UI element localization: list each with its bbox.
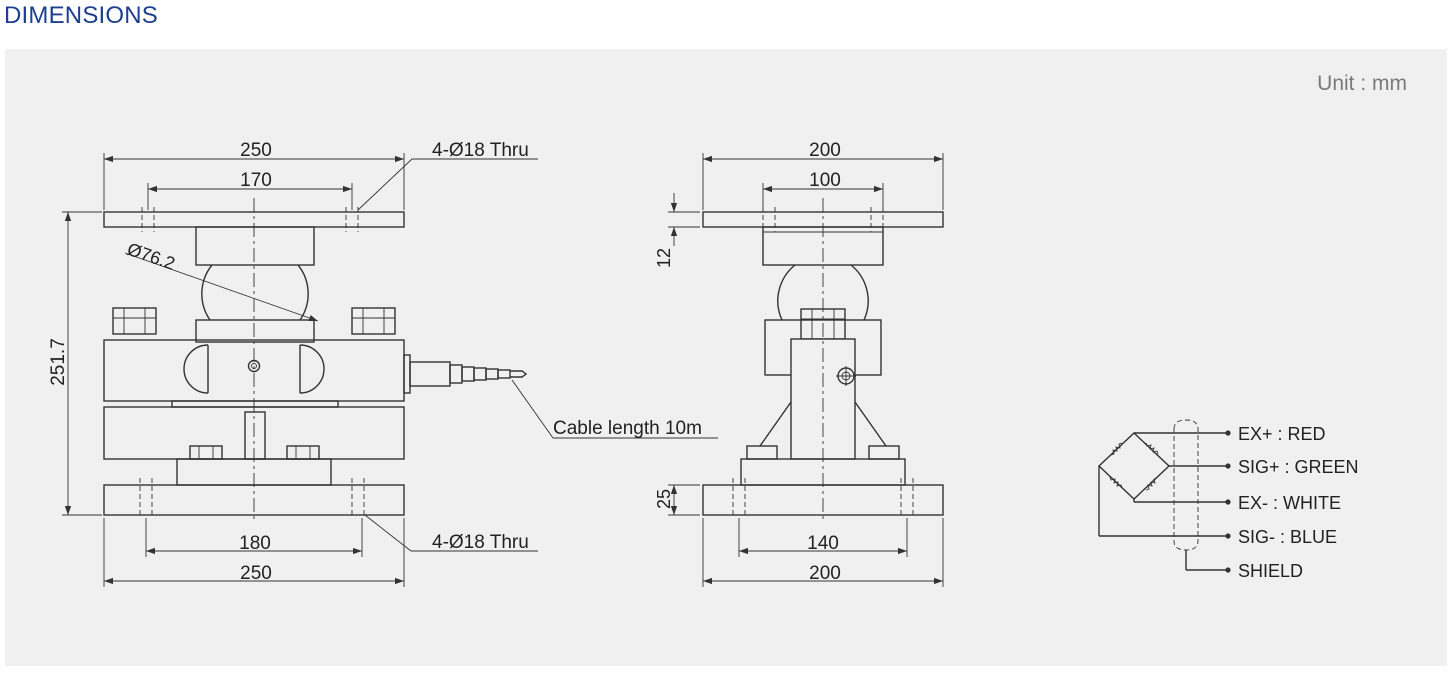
side-top-hole-spacing-label: 100 bbox=[809, 170, 841, 191]
front-body-rollers bbox=[183, 344, 325, 394]
unit-label: Unit : mm bbox=[1317, 72, 1407, 95]
wire-dots bbox=[1225, 430, 1231, 573]
section-title: DIMENSIONS bbox=[4, 2, 159, 29]
front-lower-bolts bbox=[189, 445, 320, 460]
front-cable-note-label: Cable length 10m bbox=[553, 418, 702, 439]
side-view: 200 100 12 25 140 200 bbox=[654, 140, 944, 587]
side-top-width-label: 200 bbox=[809, 140, 841, 161]
front-undercut bbox=[171, 400, 339, 408]
wheatstone-bridge bbox=[1097, 432, 1171, 500]
front-dimensions bbox=[62, 153, 718, 587]
side-base-thickness-label: 25 bbox=[654, 489, 674, 509]
bridge-resistors bbox=[1109, 442, 1159, 491]
cable-shield bbox=[1173, 419, 1199, 551]
side-dimensions bbox=[668, 153, 944, 587]
side-bottom-hole-spacing-label: 140 bbox=[807, 533, 839, 554]
side-top-thickness-label: 12 bbox=[654, 248, 674, 268]
wire-label-shield: SHIELD bbox=[1238, 561, 1303, 581]
front-bottom-holes-label: 4-Ø18 Thru bbox=[432, 532, 529, 553]
wiring-diagram: EX+ : RED SIG+ : GREEN EX- : WHITE SIG- … bbox=[1097, 419, 1359, 581]
side-gussets bbox=[759, 401, 887, 447]
front-height-label: 251.7 bbox=[48, 338, 69, 386]
front-ball-diameter-label: Ø76.2 bbox=[125, 239, 178, 274]
front-cable-gland bbox=[403, 354, 528, 394]
front-top-block bbox=[195, 226, 315, 266]
side-pin-symbol bbox=[836, 366, 856, 386]
front-bottom-width-label: 250 bbox=[240, 563, 272, 584]
side-ball bbox=[777, 264, 869, 321]
wire-label-sig-minus: SIG- : BLUE bbox=[1238, 527, 1337, 547]
front-top-holes-label: 4-Ø18 Thru bbox=[432, 140, 529, 161]
front-upper-mount bbox=[195, 319, 315, 343]
wire-label-ex-minus: EX- : WHITE bbox=[1238, 493, 1341, 513]
side-bottom-width-label: 200 bbox=[809, 563, 841, 584]
front-top-hole-spacing-label: 170 bbox=[240, 170, 272, 191]
bridge-leads bbox=[1098, 432, 1226, 571]
front-center-post bbox=[244, 411, 266, 460]
front-top-width-label: 250 bbox=[240, 140, 272, 161]
wire-label-ex-plus: EX+ : RED bbox=[1238, 424, 1326, 444]
wire-label-sig-plus: SIG+ : GREEN bbox=[1238, 457, 1359, 477]
drawing-panel bbox=[5, 49, 1447, 666]
front-ball bbox=[201, 264, 309, 321]
front-view: 250 170 4-Ø18 Thru Ø76.2 251.7 Cable len… bbox=[48, 140, 718, 587]
front-top-bolts bbox=[112, 307, 396, 335]
front-bottom-hole-spacing-label: 180 bbox=[239, 533, 271, 554]
